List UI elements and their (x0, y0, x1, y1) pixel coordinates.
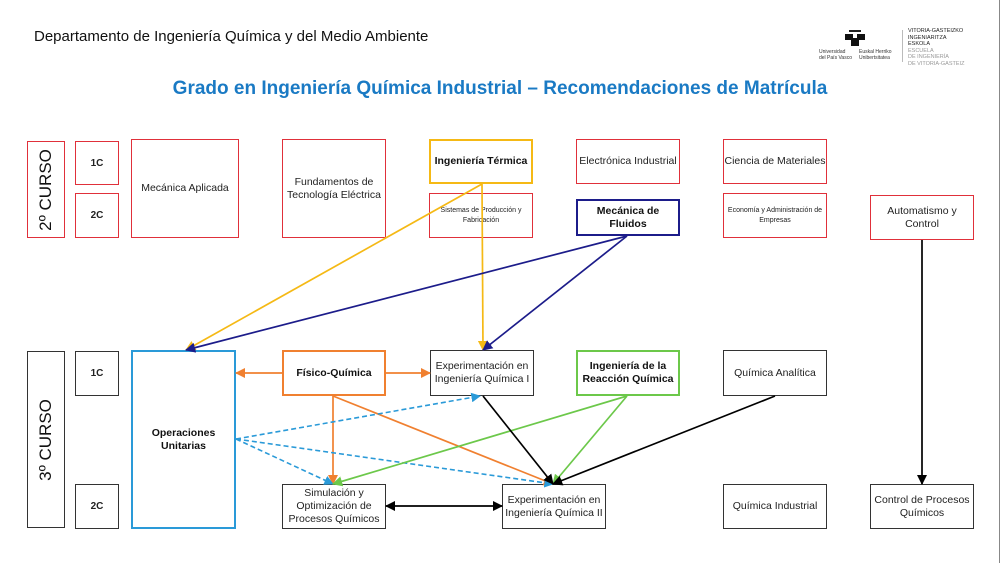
department-name: Departamento de Ingeniería Química y del… (34, 28, 429, 45)
arrow-ingenieria-reaccion-to-simulacion-optimizacion (332, 395, 628, 487)
course-ingenieria-termica[interactable]: Ingeniería Térmica (429, 139, 533, 184)
course-ingenieria-reaccion[interactable]: Ingeniería de la Reacción Química (576, 350, 680, 396)
course-mecanica-aplicada[interactable]: Mecánica Aplicada (131, 139, 239, 238)
course-electronica-industrial[interactable]: Electrónica Industrial (576, 139, 680, 184)
course-simulacion-optimizacion[interactable]: Simulación y Optimización de Procesos Qu… (282, 484, 386, 529)
arrow-fisico-quimica-to-experimentacion-2 (332, 395, 554, 486)
course-fundamentos-tecnologia-electrica[interactable]: Fundamentos de Tecnología Eléctrica (282, 139, 386, 238)
arrow-quimica-analitica-to-experimentacion-2 (552, 395, 776, 486)
course-fisico-quimica[interactable]: Físico-Química (282, 350, 386, 396)
course-ciencia-materiales[interactable]: Ciencia de Materiales (723, 139, 827, 184)
year-2-sem2: 2C (75, 193, 119, 238)
course-mecanica-fluidos[interactable]: Mecánica de Fluidos (576, 199, 680, 236)
ehu-logo-icon (845, 30, 865, 46)
course-sistemas-produccion[interactable]: Sistemas de Producción y Fabricación (429, 193, 533, 238)
year-2-label: 2º CURSO (27, 141, 65, 238)
year-2-sem1: 1C (75, 141, 119, 185)
arrow-mecanica-fluidos-to-operaciones-unitarias (185, 235, 628, 353)
year-3-label: 3º CURSO (27, 351, 65, 528)
course-experimentacion-2[interactable]: Experimentación en Ingeniería Química II (502, 484, 606, 529)
arrow-operaciones-unitarias-to-experimentacion-1 (235, 392, 481, 440)
course-economia-administracion[interactable]: Economía y Administración de Empresas (723, 193, 827, 238)
arrow-experimentacion-1-to-experimentacion-2 (482, 395, 554, 485)
course-operaciones-unitarias[interactable]: Operaciones Unitarias (131, 350, 236, 529)
logo-separator (902, 30, 903, 62)
course-quimica-analitica[interactable]: Química Analítica (723, 350, 827, 396)
arrow-mecanica-fluidos-to-experimentacion-1 (482, 235, 628, 351)
course-quimica-industrial[interactable]: Química Industrial (723, 484, 827, 529)
page-title: Grado en Ingeniería Química Industrial –… (172, 78, 828, 99)
arrow-ingenieria-reaccion-to-experimentacion-2 (552, 395, 628, 485)
arrow-operaciones-unitarias-to-experimentacion-2 (235, 438, 554, 488)
arrow-operaciones-unitarias-to-simulacion-optimizacion (235, 438, 334, 485)
course-experimentacion-1[interactable]: Experimentación en Ingeniería Química I (430, 350, 534, 396)
logo-school: VITORIA-GASTEIZKO INGENIARITZA ESKOLA ES… (908, 28, 965, 67)
course-control-procesos[interactable]: Control de Procesos Químicos (870, 484, 974, 529)
year-3-sem1: 1C (75, 351, 119, 396)
course-automatismo-control[interactable]: Automatismo y Control (870, 195, 974, 240)
year-3-sem2: 2C (75, 484, 119, 529)
